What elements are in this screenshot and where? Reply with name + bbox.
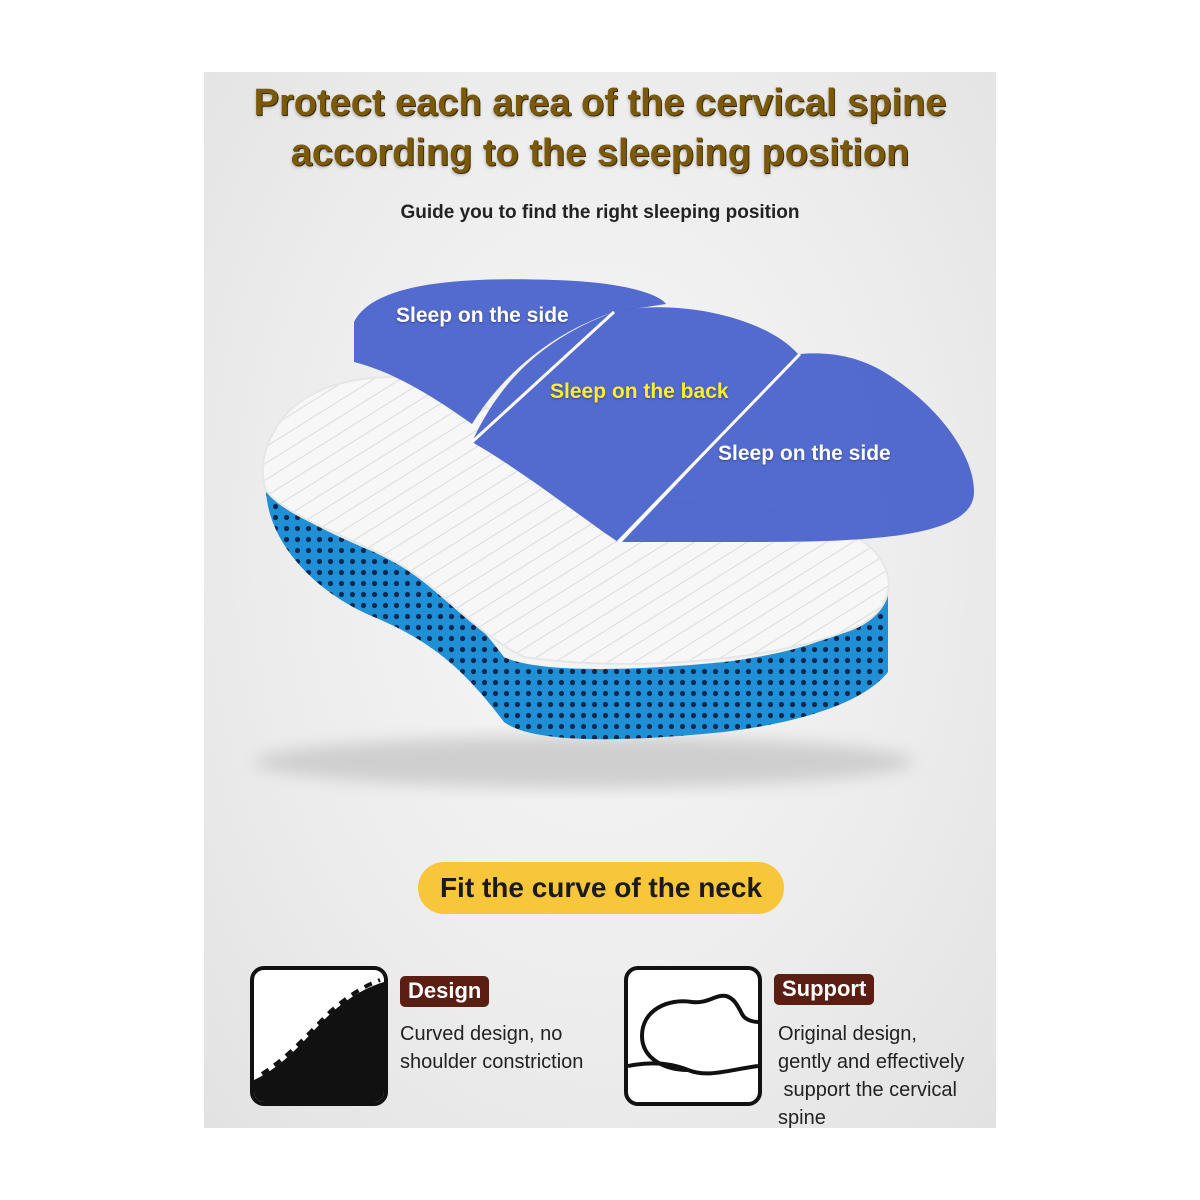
- product-panel: Protect each area of the cervical spine …: [204, 72, 996, 1128]
- support-text-line: gently and effectively: [778, 1051, 965, 1073]
- head-on-pillow-icon: [624, 966, 762, 1106]
- pillow-shadow: [254, 736, 914, 788]
- support-text-line: spine: [778, 1107, 826, 1128]
- zone-label-center: Sleep on the back: [550, 380, 729, 403]
- design-badge: Design: [400, 976, 490, 1007]
- mesh-side-band: [266, 490, 888, 740]
- design-description: Curved design, no shoulder constriction: [400, 1020, 583, 1076]
- zone-divider-right: [616, 352, 802, 544]
- zone-label-left: Sleep on the side: [396, 304, 569, 327]
- subheadline: Guide you to find the right sleeping pos…: [400, 202, 800, 223]
- headline-line-1: Protect each area of the cervical spine: [253, 82, 947, 124]
- design-text-line: shoulder constriction: [400, 1051, 584, 1073]
- headline-line-2: according to the sleeping position: [290, 132, 910, 174]
- zone-divider-left: [470, 310, 616, 444]
- support-badge: Support: [774, 974, 875, 1005]
- support-text-line: support the cervical: [778, 1079, 957, 1101]
- curved-pillow-icon: [250, 966, 388, 1106]
- zone-label-right: Sleep on the side: [718, 442, 891, 465]
- support-text-line: Original design,: [778, 1023, 917, 1045]
- design-text-line: Curved design, no: [400, 1023, 563, 1045]
- support-description: Original design, gently and effectively …: [778, 1020, 964, 1128]
- neck-curve-callout: Fit the curve of the neck: [418, 862, 784, 914]
- zone-left: [354, 279, 666, 424]
- zone-right: [622, 353, 974, 542]
- pillow-illustration: [254, 279, 974, 788]
- headline: Protect each area of the cervical spine …: [204, 78, 996, 178]
